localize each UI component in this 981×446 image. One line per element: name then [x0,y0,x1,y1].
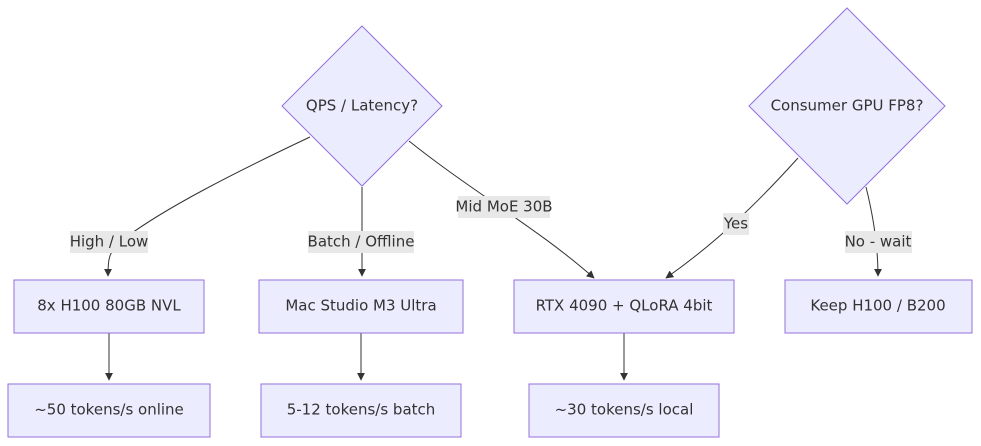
edge-label-no-wait-text: No - wait [845,233,912,251]
node-batch-5-12: 5-12 tokens/s batch [260,383,462,438]
node-online-50: ~50 tokens/s online [7,383,211,438]
edge-label-batch-offline: Batch / Offline [308,231,415,253]
node-online-50-label: ~50 tokens/s online [34,401,184,419]
edge-label-mid-moe-text: Mid MoE 30B [455,198,552,216]
edge-label-no-wait: No - wait [845,231,912,253]
node-mac-studio-label: Mac Studio M3 Ultra [285,297,436,315]
edge-label-high-low-text: High / Low [70,233,149,251]
node-keep-h100: Keep H100 / B200 [784,279,973,334]
edge-label-mid-moe: Mid MoE 30B [455,196,553,218]
node-batch-5-12-label: 5-12 tokens/s batch [287,401,436,419]
node-local-30: ~30 tokens/s local [528,383,720,438]
node-keep-h100-label: Keep H100 / B200 [810,297,945,315]
node-mac-studio: Mac Studio M3 Ultra [258,279,464,334]
node-local-30-label: ~30 tokens/s local [555,401,694,419]
node-h100-nvl: 8x H100 80GB NVL [13,279,205,334]
decision-consumer-gpu: Consumer GPU FP8? [748,7,946,205]
edge-label-yes-text: Yes [723,215,748,233]
decision-consumer-gpu-label: Consumer GPU FP8? [771,97,924,115]
edge-label-yes: Yes [723,213,749,235]
edge-consumer-to-keep [865,186,882,277]
decision-qps-latency: QPS / Latency? [281,25,443,187]
edge-qps-to-h100 [104,136,311,277]
edges [104,136,882,381]
node-rtx4090-label: RTX 4090 + QLoRA 4bit [536,297,713,315]
node-h100-nvl-label: 8x H100 80GB NVL [37,297,181,315]
edge-label-batch-offline-text: Batch / Offline [308,233,415,251]
edge-label-high-low: High / Low [70,231,149,253]
node-rtx4090: RTX 4090 + QLoRA 4bit [513,279,735,334]
decision-qps-latency-label: QPS / Latency? [306,97,418,115]
